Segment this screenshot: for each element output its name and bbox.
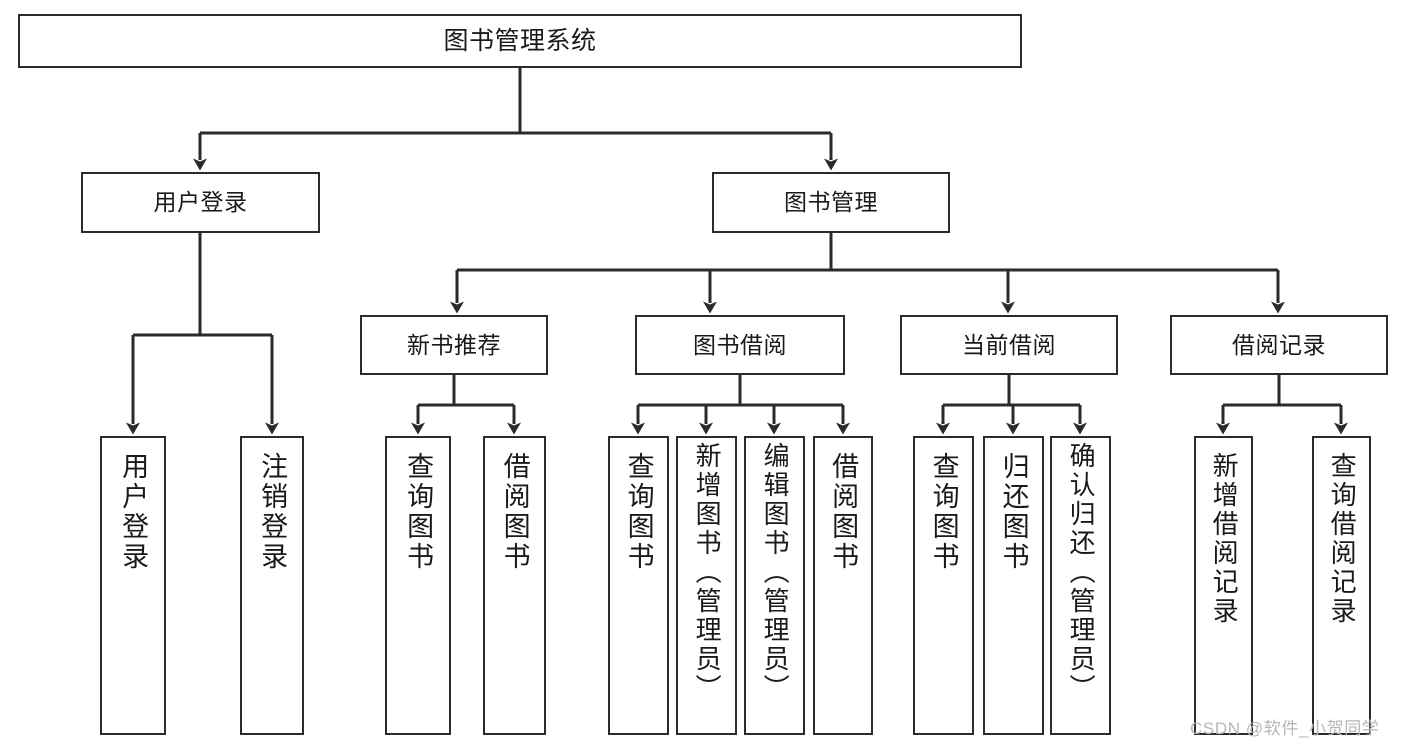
node-current-borrow[interactable]: 当前借阅: [900, 315, 1118, 375]
node-leaf-user-logout[interactable]: 注销登录: [240, 436, 304, 735]
node-leaf-borrow-book-label: 借阅图书: [828, 452, 859, 572]
node-leaf-return-book[interactable]: 归还图书: [983, 436, 1044, 735]
node-leaf-confirm-return[interactable]: 确认归还（管理员）: [1050, 436, 1111, 735]
node-leaf-confirm-return-label: 确认归还（管理员）: [1066, 442, 1097, 703]
node-book-borrow[interactable]: 图书借阅: [635, 315, 845, 375]
node-book-borrow-label: 图书借阅: [693, 331, 787, 358]
node-leaf-user-logout-label: 注销登录: [257, 452, 288, 572]
node-leaf-user-login-label: 用户登录: [118, 452, 149, 572]
node-leaf-query-book-rec[interactable]: 查询图书: [385, 436, 451, 735]
node-leaf-edit-book-label: 编辑图书（管理员）: [760, 442, 791, 703]
node-leaf-add-record-label: 新增借阅记录: [1209, 452, 1240, 626]
node-current-borrow-label: 当前借阅: [962, 331, 1056, 358]
node-leaf-query-record-label: 查询借阅记录: [1327, 452, 1358, 626]
node-borrow-record[interactable]: 借阅记录: [1170, 315, 1388, 375]
node-user-login[interactable]: 用户登录: [81, 172, 320, 233]
node-leaf-add-record[interactable]: 新增借阅记录: [1194, 436, 1253, 735]
csdn-watermark: CSDN @软件_小贺同学: [1190, 719, 1380, 738]
node-book-manage[interactable]: 图书管理: [712, 172, 950, 233]
node-leaf-edit-book[interactable]: 编辑图书（管理员）: [744, 436, 805, 735]
node-leaf-user-login[interactable]: 用户登录: [100, 436, 166, 735]
node-new-book-rec-label: 新书推荐: [407, 331, 501, 358]
node-root[interactable]: 图书管理系统: [18, 14, 1022, 68]
node-root-label: 图书管理系统: [443, 26, 597, 55]
node-borrow-record-label: 借阅记录: [1232, 331, 1326, 358]
node-leaf-query-book-cur[interactable]: 查询图书: [913, 436, 974, 735]
node-leaf-query-book-cur-label: 查询图书: [928, 452, 959, 572]
node-leaf-add-book-label: 新增图书（管理员）: [692, 442, 723, 703]
node-leaf-borrow-book-rec[interactable]: 借阅图书: [483, 436, 546, 735]
node-new-book-rec[interactable]: 新书推荐: [360, 315, 548, 375]
node-leaf-borrow-book[interactable]: 借阅图书: [813, 436, 873, 735]
node-leaf-return-book-label: 归还图书: [998, 452, 1029, 572]
node-book-manage-label: 图书管理: [784, 189, 878, 216]
node-leaf-query-book-bor-label: 查询图书: [623, 452, 654, 572]
node-leaf-query-record[interactable]: 查询借阅记录: [1312, 436, 1371, 735]
node-leaf-query-book-bor[interactable]: 查询图书: [608, 436, 669, 735]
node-user-login-label: 用户登录: [153, 189, 248, 216]
node-leaf-query-book-rec-label: 查询图书: [403, 452, 434, 572]
node-leaf-add-book[interactable]: 新增图书（管理员）: [676, 436, 737, 735]
node-leaf-borrow-book-rec-label: 借阅图书: [499, 452, 530, 572]
